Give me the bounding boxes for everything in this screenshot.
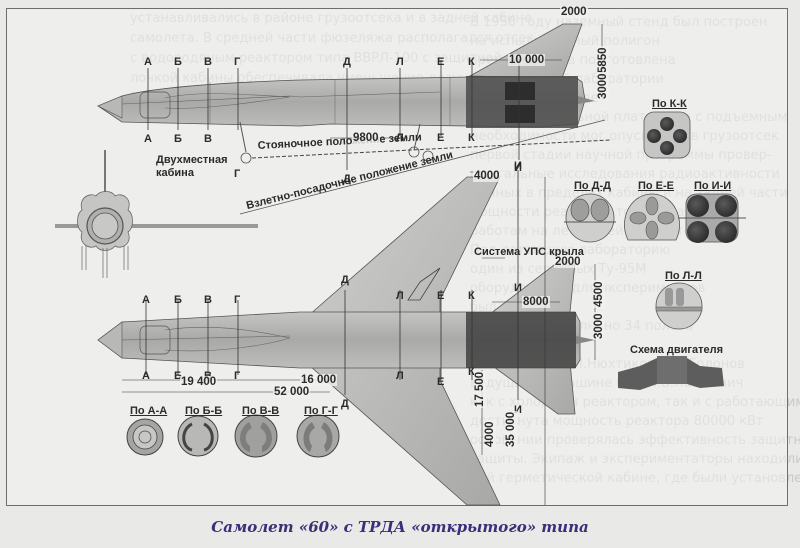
- dim-aileron: 4000: [484, 420, 496, 448]
- side-marker-v-bottom: В: [204, 133, 212, 145]
- section-d-d-label: По Д-Д: [574, 180, 612, 192]
- front-view: [55, 150, 258, 278]
- side-marker-g-top: Г: [234, 56, 241, 68]
- side-marker-d-top: Д: [343, 56, 351, 68]
- plan-marker-l-bottom: Л: [396, 370, 404, 382]
- plan-view: [97, 170, 596, 506]
- plan-marker-b-bottom: Б: [174, 370, 182, 382]
- plan-marker-v-top: В: [204, 294, 212, 306]
- dim-plan-fuselage-width: 3000: [593, 312, 605, 340]
- side-marker-k-top: К: [468, 56, 475, 68]
- section-g-g-label: По Г-Г: [304, 405, 338, 417]
- plan-marker-b-top: Б: [174, 294, 182, 306]
- engine-scheme-label: Схема двигателя: [630, 344, 724, 356]
- section-l-l-drawing: [655, 282, 703, 330]
- dim-stab-tip-chord: 2000: [554, 256, 582, 268]
- section-b-b-label: По Б-Б: [185, 405, 223, 417]
- dim-nose-to-wing: 19 400: [180, 376, 218, 388]
- plan-marker-i-bottom: И: [514, 404, 522, 416]
- plan-marker-i-wingtip: И: [514, 162, 522, 174]
- plan-marker-g-top: Г: [234, 294, 241, 306]
- plan-marker-d-bottom: Д: [341, 398, 349, 410]
- dim-fuselage-height: 3000: [597, 72, 609, 100]
- side-fin: [468, 23, 583, 79]
- cabin-callout-line2: кабина: [156, 167, 194, 179]
- dim-fin-span: 10 000: [508, 54, 546, 66]
- section-v-v-label: По В-В: [242, 405, 280, 417]
- dim-gear-base: 9800: [352, 132, 380, 144]
- plan-marker-l-top: Л: [396, 290, 404, 302]
- side-marker-d-bottom: Д: [343, 173, 351, 185]
- side-marker-k-bottom: К: [468, 132, 475, 144]
- side-view: [97, 23, 611, 215]
- section-l-l-label: По Л-Л: [665, 270, 702, 282]
- section-i-i-drawing: [678, 193, 746, 243]
- plan-engine-block: [466, 312, 576, 368]
- side-marker-a-top: А: [144, 56, 152, 68]
- section-b-b-drawing: [177, 415, 219, 457]
- side-marker-v-top: В: [204, 56, 212, 68]
- plan-marker-e-top: Е: [437, 290, 445, 302]
- wing-bl-system-callout: Система УПС крыла: [474, 246, 584, 258]
- plan-marker-k-top: К: [468, 290, 475, 302]
- dim-span: 35 000: [505, 410, 517, 448]
- plan-marker-g-bottom: Г: [234, 370, 241, 382]
- plan-marker-i-top: И: [514, 282, 522, 294]
- side-marker-l-top: Л: [396, 56, 404, 68]
- dim-half-span: 17 500: [474, 370, 486, 408]
- plan-marker-a-bottom: А: [142, 370, 150, 382]
- plan-marker-k-bottom: К: [468, 366, 475, 378]
- section-i-i-label: По И-И: [694, 180, 732, 192]
- plan-marker-e-bottom: Е: [437, 376, 445, 388]
- dim-fin-tip-chord: 2000: [560, 6, 588, 18]
- dim-stab-offset: 4500: [593, 280, 605, 308]
- side-marker-e-top: Е: [437, 56, 445, 68]
- dim-wing-root: 16 000: [300, 374, 338, 386]
- cabin-callout: Двухместная кабина: [156, 154, 228, 180]
- dim-length: 52 000: [273, 386, 311, 398]
- cross-sections: [126, 111, 746, 458]
- dim-fin-height: 5850: [597, 46, 609, 74]
- section-k-k-drawing: [643, 111, 691, 159]
- section-g-g-drawing: [296, 414, 340, 458]
- engine-scheme-drawing: [618, 356, 724, 390]
- dim-stab-span: 8000: [522, 296, 550, 308]
- side-marker-g-bottom: Г: [234, 168, 241, 180]
- section-v-v-drawing: [234, 414, 278, 458]
- side-marker-a-bottom: А: [144, 133, 152, 145]
- cabin-callout-line1: Двухместная: [156, 154, 228, 166]
- side-marker-b-bottom: Б: [174, 133, 182, 145]
- plan-marker-d-top: Д: [341, 274, 349, 286]
- section-e-e-label: По Е-Е: [638, 180, 675, 192]
- dim-wing-tip-chord: 4000: [473, 170, 501, 182]
- side-marker-i-bottom: И: [514, 160, 522, 172]
- side-marker-b-top: Б: [174, 56, 182, 68]
- plan-marker-a-top: А: [142, 294, 150, 306]
- section-a-a-drawing: [126, 418, 164, 456]
- section-e-e-drawing: [624, 193, 680, 241]
- section-k-k-label: По К-К: [652, 98, 687, 110]
- section-d-d-drawing: [564, 193, 616, 243]
- section-a-a-label: По А-А: [130, 405, 168, 417]
- figure-caption: Самолет «60» с ТРДА «открытого» типа: [211, 518, 589, 536]
- side-marker-e-bottom: Е: [437, 132, 445, 144]
- side-marker-l-bottom: Л: [396, 132, 404, 144]
